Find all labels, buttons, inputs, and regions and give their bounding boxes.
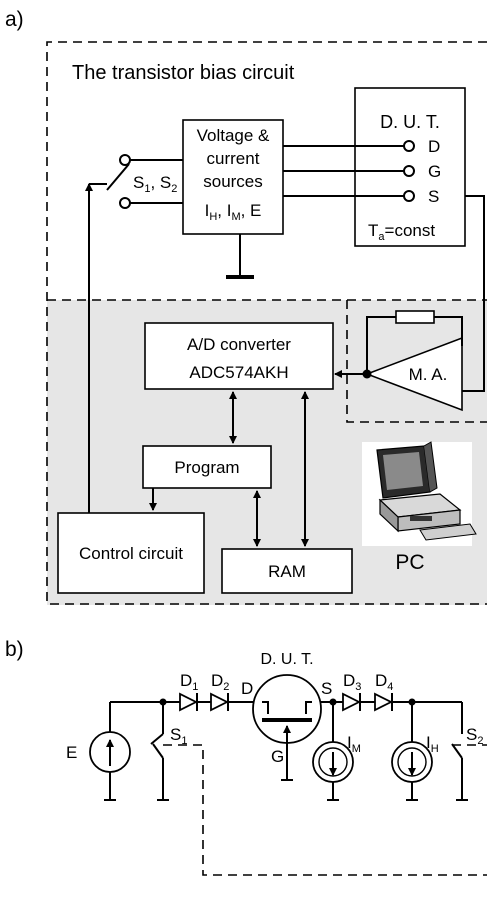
panel-a-label: a) [5,8,24,31]
terminal-g-node [403,165,415,177]
label-d4: D4 [375,671,393,693]
diode-d4 [374,692,394,712]
feedback-wire-left [366,316,396,374]
dut-to-amp-wire [462,195,485,392]
amp-label: M. A. [409,365,448,384]
dut-terminal-s: S [428,187,439,206]
diode-d2 [210,692,230,712]
panel-b-label: b) [5,638,24,661]
bias-circuit-title: The transistor bias circuit [72,62,295,84]
b-control-link [163,744,487,876]
terminal-d-node [403,140,415,152]
switch-blade [106,163,130,191]
switch-s1 [152,743,164,759]
pc-label: PC [395,551,424,574]
label-drain: D [241,679,253,698]
adc-label-1: A/D converter [187,335,291,354]
switch-label: S1, S2 [133,173,177,195]
feedback-wire-right [434,316,463,346]
label-im: IM [347,733,361,755]
control-circuit-box [57,512,205,594]
dut-terminal-g: G [428,162,441,181]
sources-line2: current [207,149,260,168]
adc-box [144,322,334,390]
adc-label-2: ADC574AKH [189,363,288,382]
current-source-ih [391,741,433,783]
dut-title: D. U. T. [380,112,440,132]
label-ih: IH [426,733,439,755]
label-d3: D3 [343,671,361,693]
ram-label: RAM [268,562,306,581]
voltage-current-sources-box [182,119,284,235]
ram-box [221,548,353,594]
pc-icon [362,441,477,546]
switch-s2 [451,743,463,759]
current-source-im [312,741,354,783]
dut-ambient-temp: Ta=const [368,221,435,243]
switch-contact-bottom [119,197,131,209]
diode-d3 [342,692,362,712]
switch-contact-top [119,154,131,166]
mosfet-dut [252,674,322,781]
measuring-amplifier [364,336,463,412]
sources-line1: Voltage & [197,126,270,145]
label-source: S [321,679,332,698]
label-e: E [66,743,77,762]
dut-terminal-d: D [428,137,440,156]
voltage-source-e [89,731,131,773]
amp-node [362,369,372,379]
sources-line3: sources [203,172,263,191]
terminal-s-node [403,190,415,202]
label-s2: S2 [466,725,483,747]
label-gate: G [271,747,284,766]
b-dut-title: D. U. T. [260,651,313,668]
label-d1: D1 [180,671,198,693]
outer-frame [46,41,487,605]
amp-region [346,300,487,423]
sources-line4: IH, IM, E [205,201,262,223]
diode-d1 [179,692,199,712]
feedback-resistor [395,310,435,324]
label-s1: S1 [170,725,187,747]
program-label: Program [174,458,239,477]
control-circuit-label: Control circuit [79,544,183,563]
program-box [142,445,272,489]
label-d2: D2 [211,671,229,693]
b-s1-blade-top [150,733,164,745]
